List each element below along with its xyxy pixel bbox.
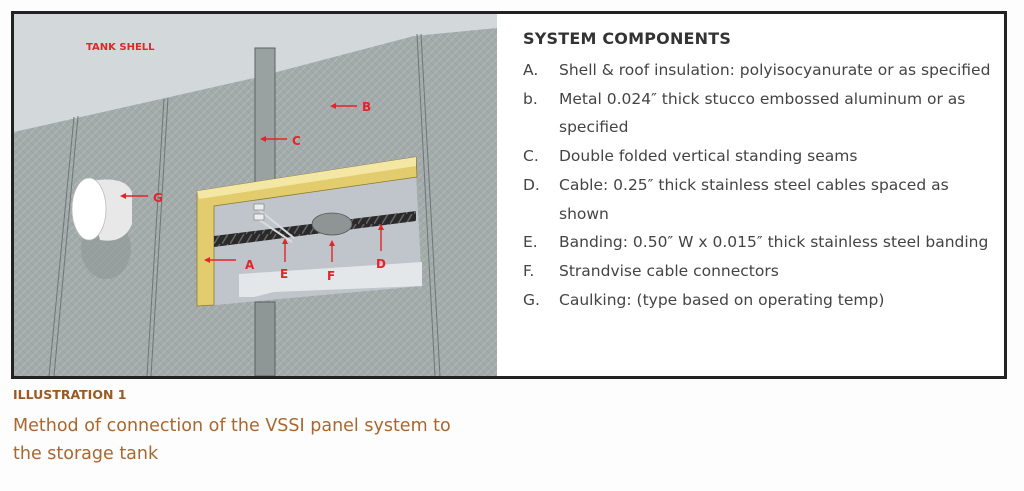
component-letter: b. (523, 89, 538, 108)
component-letter: C. (523, 147, 539, 166)
tank-shell-label: TANK SHELL (86, 42, 155, 53)
system-components-panel: SYSTEM COMPONENTS A. Shell & roof insula… (497, 14, 1004, 376)
component-letter: A. (523, 61, 539, 79)
components-list: A. Shell & roof insulation: polyisocyanu… (523, 56, 993, 314)
component-item-c: C. Double folded vertical standing seams (523, 142, 993, 171)
illustration-number: ILLUSTRATION 1 (13, 387, 127, 402)
component-item-f: F. Strandvise cable connectors (523, 257, 993, 286)
label-f: F (327, 269, 335, 283)
component-letter: F. (523, 261, 535, 280)
component-text: Metal 0.024″ thick stucco embossed alumi… (559, 89, 966, 137)
component-item-e: E. Banding: 0.50″ W x 0.015″ thick stain… (523, 228, 993, 257)
component-text: Strandvise cable connectors (559, 261, 779, 280)
label-c: C (292, 134, 301, 148)
illustration-caption: Method of connection of the VSSI panel s… (13, 416, 451, 464)
component-item-a: A. Shell & roof insulation: polyisocyanu… (523, 56, 993, 85)
component-text: Banding: 0.50″ W x 0.015″ thick stainles… (559, 233, 989, 252)
figure-frame: TANK SHELL B C G A E F D SYSTEM COMPO (11, 11, 1007, 379)
label-b: B (362, 100, 371, 114)
component-item-g: G. Caulking: (type based on operating te… (523, 286, 993, 315)
component-text: Cable: 0.25″ thick stainless steel cable… (559, 175, 949, 223)
component-text: Double folded vertical standing seams (559, 147, 858, 166)
components-title: SYSTEM COMPONENTS (523, 29, 732, 48)
component-text: Shell & roof insulation: polyisocyanurat… (559, 61, 991, 79)
label-e: E (280, 267, 288, 281)
component-letter: G. (523, 290, 540, 309)
component-item-d: D. Cable: 0.25″ thick stainless steel ca… (523, 171, 993, 228)
component-item-b: b. Metal 0.024″ thick stucco embossed al… (523, 85, 993, 142)
component-letter: E. (523, 233, 538, 252)
component-text: Caulking: (type based on operating temp) (559, 290, 885, 309)
label-g: G (153, 191, 163, 205)
component-letter: D. (523, 175, 540, 194)
label-d: D (376, 257, 386, 271)
tank-illustration: TANK SHELL B C G A E F D (14, 14, 497, 376)
label-a: A (245, 258, 255, 272)
